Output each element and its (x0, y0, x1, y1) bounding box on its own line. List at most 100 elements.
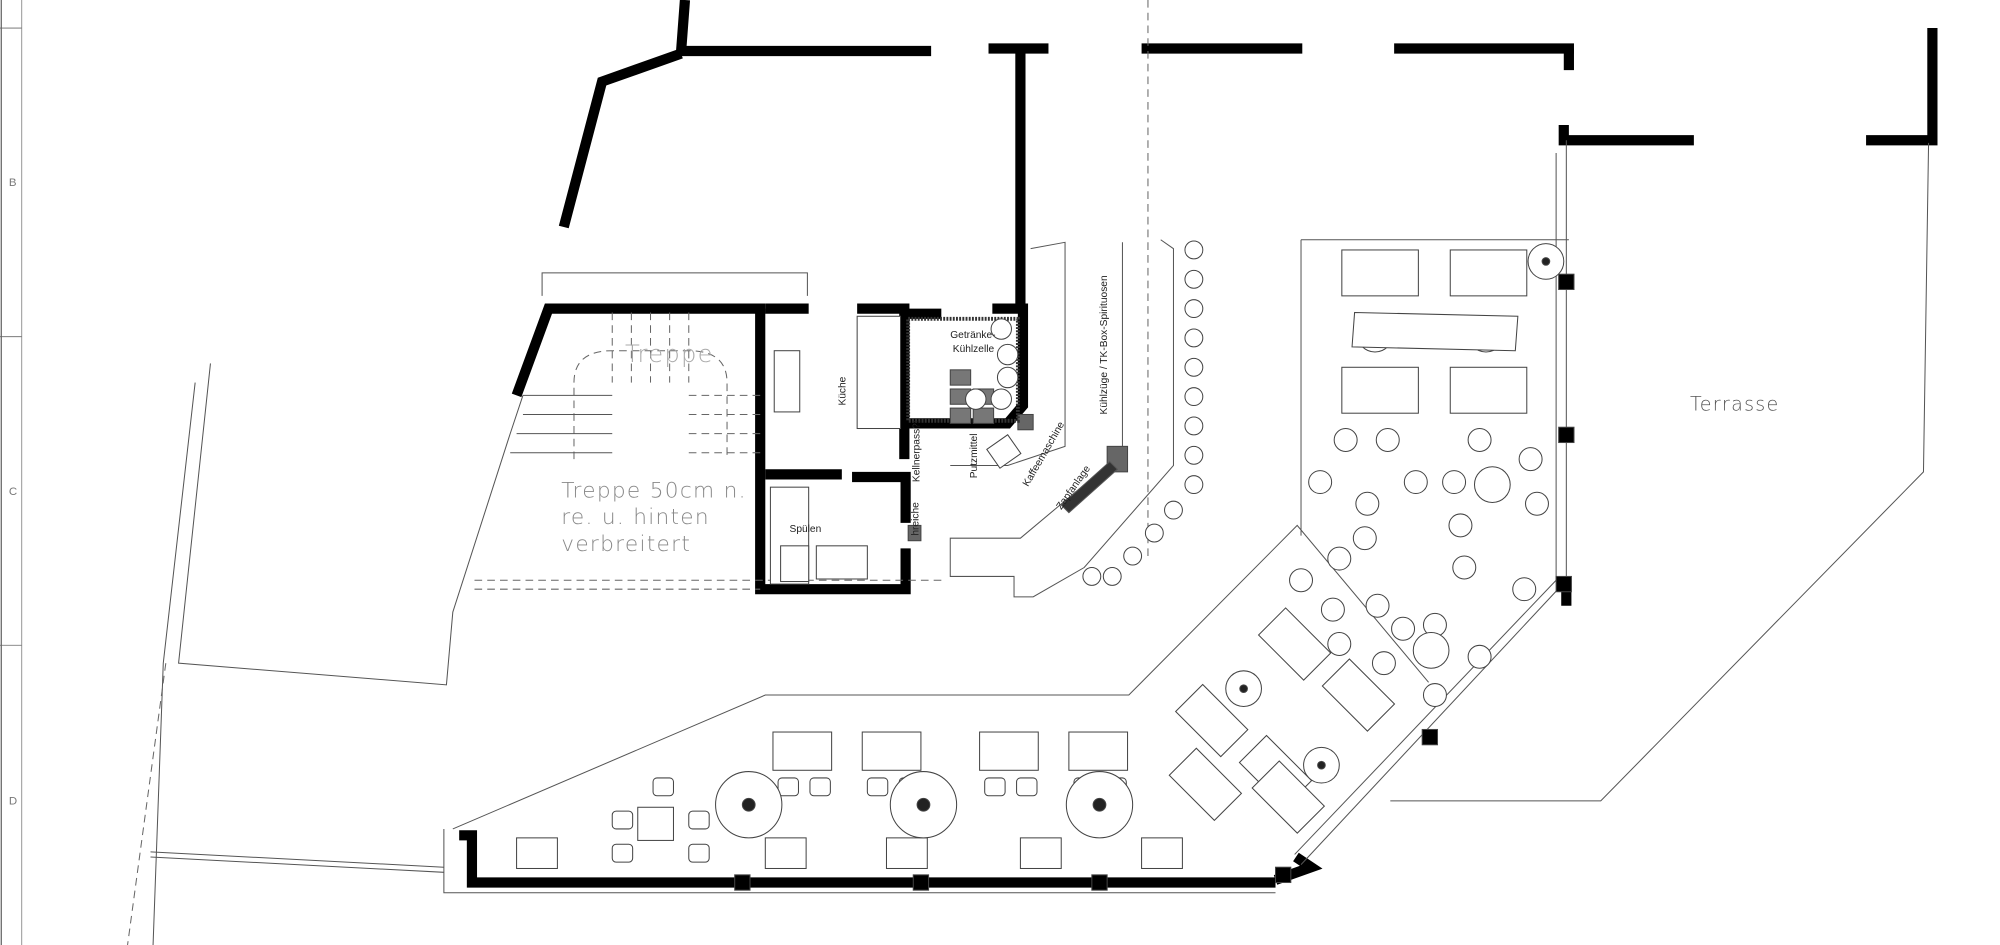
lounge-chair (1352, 526, 1377, 551)
lounge-chair (1355, 491, 1380, 516)
grid-label-d: D (9, 796, 17, 808)
lounge-chair (1512, 577, 1537, 602)
wall-pier (734, 874, 751, 891)
chair (984, 777, 1006, 797)
keg (996, 343, 1019, 366)
coffee-machine (986, 434, 1022, 469)
label-cold-room-2: Kühlzelle (953, 344, 995, 355)
bar-stool (1184, 416, 1204, 436)
table (1141, 837, 1183, 869)
chair (688, 810, 710, 830)
label-dishwash: Spülen (790, 524, 822, 535)
wall-pier (1558, 273, 1575, 291)
chair (809, 777, 831, 797)
sofa (1321, 658, 1396, 732)
kitchen-counter (856, 315, 902, 430)
chair (866, 777, 889, 797)
wall-pier (1091, 874, 1108, 891)
bar-stool (1123, 546, 1143, 566)
lounge-chair (1327, 546, 1352, 571)
bar-stool (1184, 299, 1204, 319)
table (516, 837, 558, 869)
label-kitchen: Küche (838, 376, 849, 405)
bar-stool (1184, 269, 1204, 289)
grid-frame: B C D (0, 0, 23, 945)
lounge-chair (1375, 427, 1400, 452)
lounge-chair (1452, 555, 1477, 580)
bar-stool (1144, 523, 1164, 543)
crate-shelf (972, 407, 995, 424)
column (916, 797, 931, 812)
label-waiter-pass: Kellnerpass?! (912, 420, 923, 482)
lounge-chair (1289, 568, 1314, 593)
column (1541, 257, 1551, 266)
dishwasher (780, 545, 810, 583)
table (885, 837, 928, 869)
wall-pier (1421, 728, 1439, 746)
wall-pier (1275, 866, 1292, 884)
lounge-chair (1442, 470, 1467, 495)
chair (688, 843, 710, 863)
booth-bench (772, 731, 833, 771)
table (1019, 837, 1062, 869)
lounge-chair (1320, 597, 1345, 622)
wall-pier (1555, 575, 1572, 593)
sofa (1449, 249, 1528, 297)
chair (777, 777, 799, 797)
bar-stool (1184, 240, 1204, 260)
booth-bench (1068, 731, 1129, 771)
bar-stool (1184, 445, 1204, 465)
chair (652, 777, 674, 797)
lounge-chair (1525, 491, 1549, 516)
furniture (516, 240, 1575, 891)
chair (611, 843, 634, 863)
lounge-chair (1333, 427, 1358, 452)
bar-stool (1184, 387, 1204, 407)
grid-label-c: C (9, 486, 17, 498)
label-stairs-note-1: Treppe 50cm n. (561, 478, 747, 503)
label-stairs-note-3: verbreitert (561, 532, 691, 557)
chair (1016, 777, 1038, 797)
table (637, 806, 674, 841)
sink (815, 545, 868, 580)
lounge-chair (1448, 513, 1473, 538)
label-stairs-note-2: re. u. hinten (561, 505, 710, 530)
bar-stool (1102, 567, 1122, 586)
keg (996, 366, 1019, 389)
lounge-table (1351, 311, 1519, 352)
bar-stool (1082, 567, 1102, 586)
column (1317, 760, 1326, 770)
lounge-chair (1365, 593, 1390, 618)
keg (965, 388, 987, 410)
lounge-chair (1371, 651, 1396, 676)
column (741, 797, 756, 812)
lounge-chair (1467, 427, 1492, 452)
column (1092, 797, 1107, 812)
grid-label-b: B (9, 177, 17, 189)
bar-stool (1184, 328, 1204, 348)
sofa (1341, 366, 1419, 414)
lounge-chair (1308, 470, 1333, 495)
keg (990, 388, 1012, 410)
sofa (1341, 249, 1419, 297)
lounge-chair (1403, 470, 1428, 495)
booth-bench (979, 731, 1039, 771)
sofa (1449, 366, 1528, 414)
lounge-chair (1467, 644, 1492, 669)
walls (459, 0, 1938, 888)
sofa (1251, 760, 1326, 834)
column (1239, 684, 1248, 693)
stove (773, 350, 801, 413)
sofa (1168, 747, 1243, 822)
sofa (1174, 683, 1249, 758)
round-table (1412, 632, 1450, 669)
label-cold-room-1: Getränke- (950, 330, 995, 341)
bar-stool (1184, 357, 1204, 377)
chair (611, 810, 634, 830)
label-cleaning: Putzmittel (969, 434, 980, 479)
bar-stool (1164, 500, 1183, 520)
sofa (1257, 607, 1332, 681)
outlines (127, 0, 1930, 945)
booth-bench (861, 731, 922, 771)
